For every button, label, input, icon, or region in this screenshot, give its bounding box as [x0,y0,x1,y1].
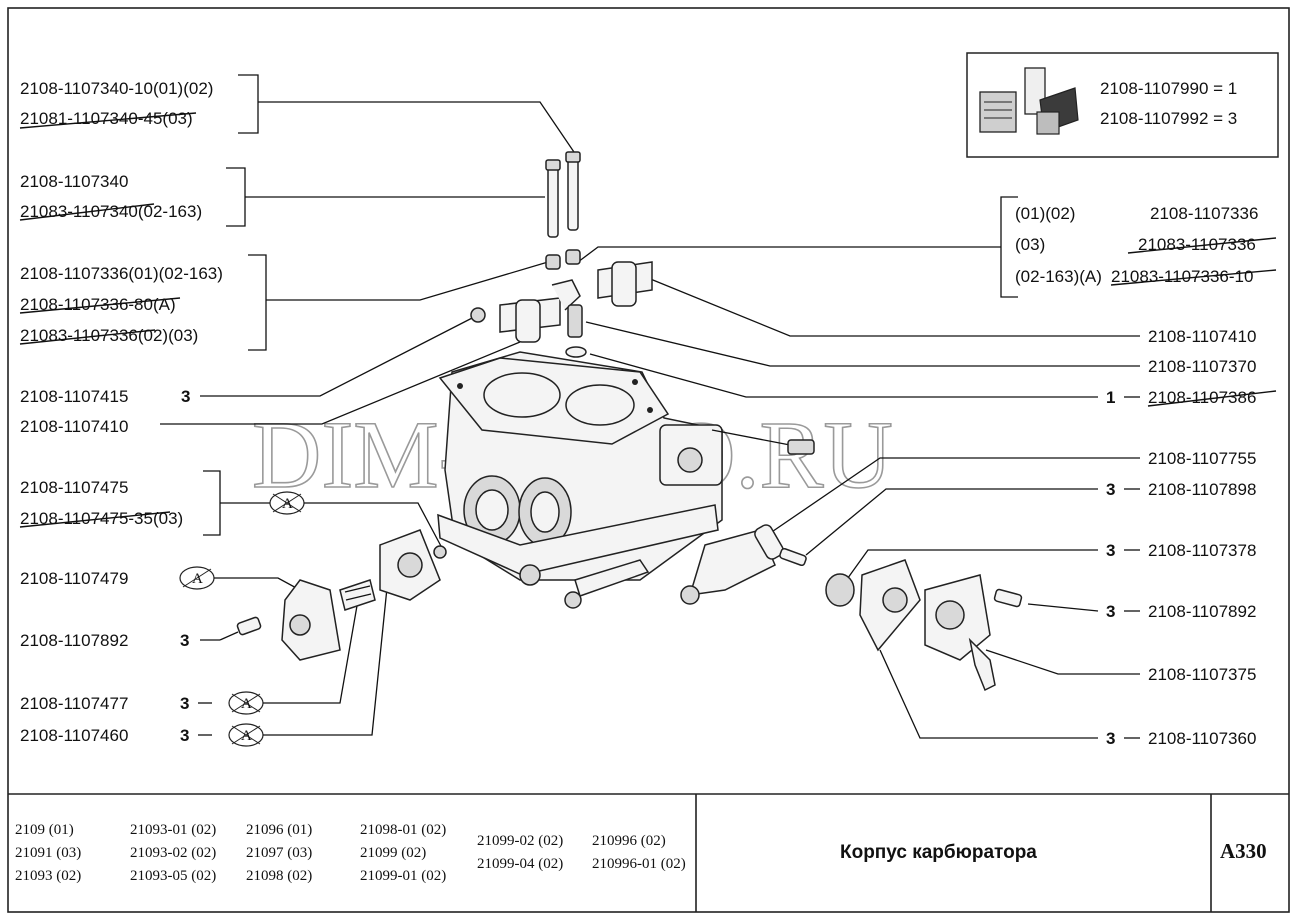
label-valve-right: 2108-1107410 [1148,327,1256,346]
label-spring-right-qty: 3 [1106,541,1115,560]
strike-washer [1147,390,1277,407]
label-bush-c: 21083-1107336(02)(03) [20,326,198,345]
label-membrane-left-qty: 3 [180,726,189,745]
label-diaphragm-right-qty: 3 [1106,729,1115,748]
label-bush-a: 2108-1107336(01)(02-163) [20,264,223,283]
label-spring-left-qty: 3 [180,694,189,713]
sheet-code: А330 [1220,839,1267,863]
label-screw-right-qty: 3 [1106,480,1115,499]
mark-spring: A [228,691,264,715]
label-screw2-right: 2108-1107892 [1148,602,1256,621]
label-sensor-right: 2108-1107755 [1148,449,1256,468]
jet-screws [545,151,581,270]
label-washer-qty: 1 [1106,388,1115,407]
bracket-cover [203,470,221,536]
model-2-3: 21093-05 (02) [130,868,216,884]
strike-screw-b [19,112,197,129]
model-1-3: 21093 (02) [15,868,81,884]
label-screw-left-qty: 3 [180,631,189,650]
svg-text:A: A [282,496,293,512]
strike-jet-b [19,203,155,221]
model-1-1: 2109 (01) [15,822,74,838]
label-cover-right: 2108-1107375 [1148,665,1256,684]
label-spring-left: 2108-1107477 [20,694,128,713]
label-diaphragm-left: 2108-1107479 [20,569,128,588]
model-4-2: 21099 (02) [360,845,426,861]
kit-line-2: 2108-1107992 = 3 [1100,109,1237,128]
sheet-frame [7,7,1290,913]
label-jet-a: 2108-1107340 [20,172,128,191]
right-side-parts [680,524,1023,692]
bracket-jet [226,167,246,227]
svg-text:A: A [241,696,252,712]
label-var2-part: 21083-1107336 [1138,235,1256,254]
label-screw-a: 2108-1107340-10(01)(02) [20,79,213,98]
model-3-3: 21098 (02) [246,868,312,884]
model-2-1: 21093-01 (02) [130,822,216,838]
strike-var2 [1127,237,1277,254]
mark-membrane: A [228,723,264,747]
mark-diaphragm: A [179,566,215,590]
kit-line-1: 2108-1107990 = 1 [1100,79,1237,98]
label-diaphragm-right: 2108-1107360 [1148,729,1256,748]
leader-lines [160,101,1140,739]
model-5-2: 21099-04 (02) [477,856,563,872]
model-3-2: 21097 (03) [246,845,312,861]
left-cover-parts [236,529,447,661]
label-gasket-qty: 3 [181,387,190,406]
strike-bush-b [19,297,181,314]
svg-text:A: A [241,728,252,744]
carburetor-body [437,351,815,609]
label-screw2-right-qty: 3 [1106,602,1115,621]
strike-bush-c [19,329,156,345]
label-screw-left: 2108-1107892 [20,631,128,650]
svg-text:A: A [192,571,203,587]
bracket-screw [238,74,259,134]
label-screw-right: 2108-1107898 [1148,480,1256,499]
label-var1-part: 2108-1107336 [1150,204,1258,223]
model-6-2: 210996-01 (02) [592,856,686,872]
strike-var3 [1110,269,1277,286]
page-title: Корпус карбюратора [840,842,1037,863]
label-var2-code: (03) [1015,235,1045,254]
label-fitting-right: 2108-1107370 [1148,357,1256,376]
label-screw-b: 21081-1107340-45(03) [20,109,193,128]
label-var1-code: (01)(02) [1015,204,1075,223]
footer-models: 2109 (01) 21091 (03) 21093 (02) 21093-01… [15,822,686,884]
label-gasket: 2108-1107415 [20,387,128,406]
label-valve-left: 2108-1107410 [20,417,128,436]
label-spring-right: 2108-1107378 [1148,541,1256,560]
label-cover-a: 2108-1107475 [20,478,128,497]
kit-box-icon [979,67,1079,135]
label-jet-b: 21083-1107340(02-163) [20,202,202,221]
valve-bushings [470,261,653,358]
kit-box: 2108-1107990 = 1 2108-1107992 = 3 [966,52,1279,158]
model-4-3: 21099-01 (02) [360,868,446,884]
label-var3-code: (02-163)(A) [1015,267,1102,286]
model-5-1: 21099-02 (02) [477,833,563,849]
bracket-bush [248,254,267,351]
model-3-1: 21096 (01) [246,822,312,838]
model-6-1: 210996 (02) [592,833,666,849]
model-4-1: 21098-01 (02) [360,822,446,838]
strike-cover-b [19,511,171,528]
model-1-2: 21091 (03) [15,845,81,861]
label-membrane-left: 2108-1107460 [20,726,128,745]
model-2-2: 21093-02 (02) [130,845,216,861]
